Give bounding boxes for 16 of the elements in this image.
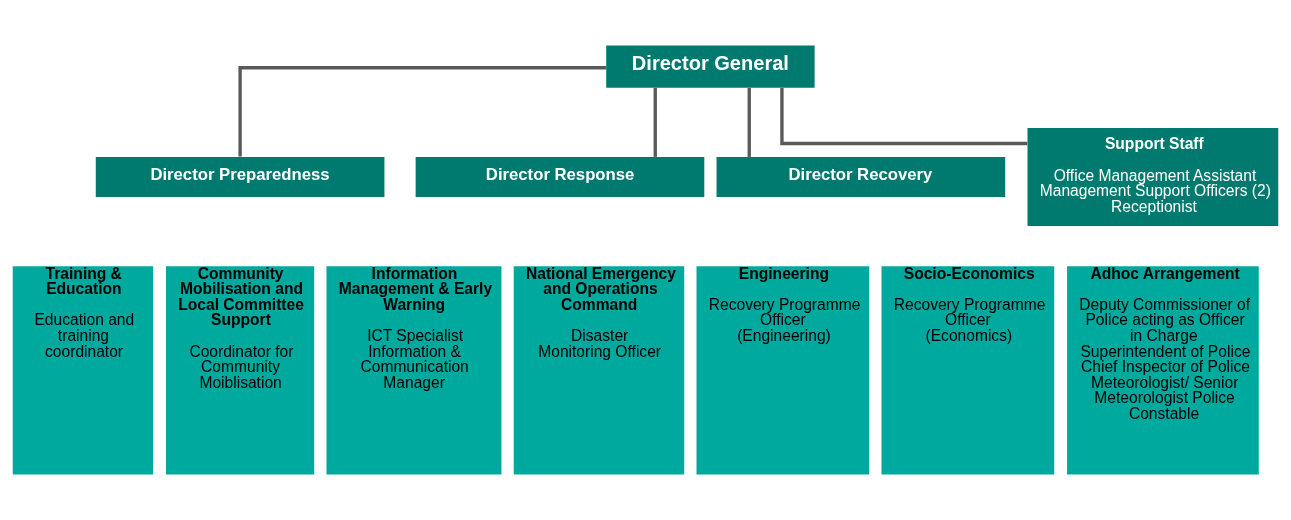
node-box: Director Recovery bbox=[716, 156, 1006, 198]
node-box: Community Mobilisation and Local Committee Support Coordinator for Community Moiblisation bbox=[166, 266, 315, 475]
node-box: Adhoc Arrangement Deputy Commissioner of Police acting as Officer in Charge Superintendent of Police Chief Inspector of Police Meteorologist/ Senior Meteorologist Police Constable bbox=[1067, 266, 1259, 475]
node-box: Director General bbox=[606, 45, 815, 88]
node-box: Information Management & Early Warning ICT Specialist Information & Communication Manager bbox=[326, 266, 502, 475]
connector bbox=[780, 88, 1028, 146]
node-box: Socio-Economics Recovery Programme Officer (Economics) bbox=[881, 266, 1055, 475]
connector bbox=[653, 87, 657, 157]
node-box: National Emergency and Operations Command Disaster Monitoring Officer bbox=[513, 266, 685, 475]
connector bbox=[747, 87, 751, 157]
node-box: Director Response bbox=[415, 156, 705, 198]
connector bbox=[238, 66, 607, 157]
node-box: Support Staff Office Management Assistant Management Support Officers (2) Receptionist bbox=[1027, 127, 1279, 226]
node-box: Engineering Recovery Programme Officer (Engineering) bbox=[696, 266, 870, 475]
node-box: Director Preparedness bbox=[95, 156, 385, 198]
node-box: Training & Education Education and training coordinator bbox=[12, 266, 154, 475]
